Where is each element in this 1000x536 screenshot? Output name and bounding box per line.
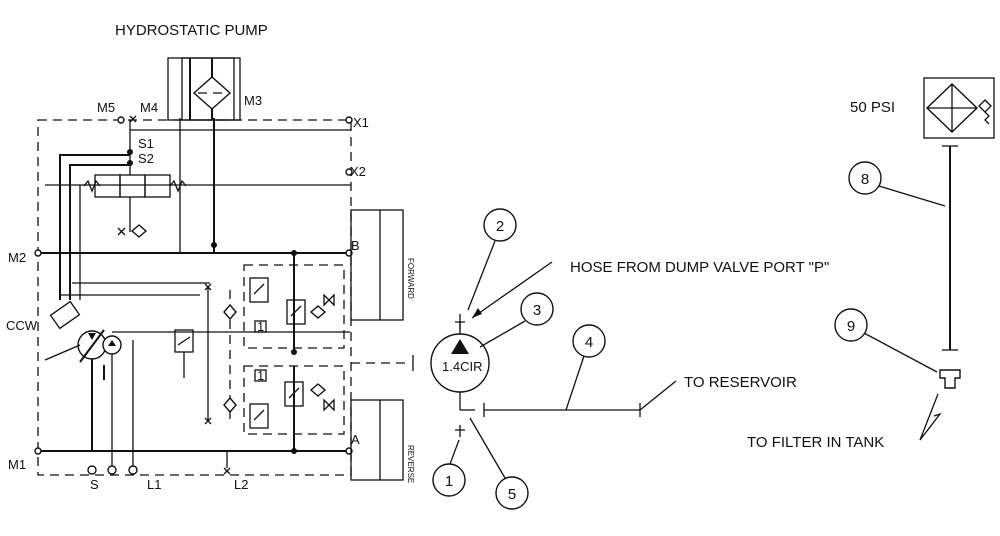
filter-pressure-label: 50 PSI: [850, 99, 895, 116]
hydrostatic-pump: HYDROSTATIC PUMP M3 M5 M4 X1 X2 B A S1 S…: [6, 22, 415, 492]
port-m1-label: M1: [8, 457, 26, 472]
port-m4-label: M4: [140, 100, 158, 115]
reverse-mfv-icon: 1: [243, 365, 345, 454]
ccw-label: CCW: [6, 318, 38, 333]
to-reservoir-label: TO RESERVOIR: [684, 374, 797, 391]
callout-9: 9: [834, 308, 938, 373]
filter-assembly: 50 PSI 8 9 TO FILTER IN TANK: [747, 77, 995, 451]
port-s1-label: S1: [138, 136, 154, 151]
port-m2-label: M2: [8, 250, 26, 265]
svg-text:8: 8: [861, 171, 869, 188]
callout-5: 5: [469, 417, 529, 510]
hose-from-dump-valve-label: HOSE FROM DUMP VALVE PORT "P": [570, 259, 829, 276]
callout-2: 2: [467, 208, 517, 311]
svg-text:9: 9: [847, 318, 855, 335]
svg-text:5: 5: [508, 486, 516, 503]
port-x1-label: X1: [353, 115, 369, 130]
callout-4: 4: [565, 324, 606, 411]
port-l1-label: L1: [147, 477, 161, 492]
reverse-port-block: REVERSE: [350, 399, 415, 483]
pump-title: HYDROSTATIC PUMP: [115, 22, 268, 39]
forward-port-block: FORWARD: [350, 209, 415, 321]
variable-pump-icon: [44, 300, 350, 470]
port-m5-label: M5: [97, 100, 115, 115]
port-x2-label: X2: [350, 164, 366, 179]
callout-3: 3: [479, 292, 554, 348]
control-valve-icon: [83, 120, 187, 238]
port-a-label: A: [351, 432, 360, 447]
port-s-label: S: [90, 477, 99, 492]
callout-8: 8: [848, 161, 946, 207]
port-s2-label: S2: [138, 151, 154, 166]
mfv-forward-marker: 1: [257, 319, 264, 334]
port-m3-label: M3: [244, 93, 262, 108]
charge-filter-icon: [167, 57, 241, 121]
tank-fitting-icon: [939, 369, 961, 389]
port-l2-label: L2: [234, 477, 248, 492]
mfv-reverse-marker: 1: [257, 368, 264, 383]
svg-text:2: 2: [496, 218, 504, 235]
forward-mfv-icon: 1: [243, 250, 345, 355]
callout-1: 1: [432, 439, 466, 497]
pump-displacement-label: 1.4CIR: [442, 359, 482, 374]
charge-relief-valve-icon: [174, 329, 194, 378]
forward-label: FORWARD: [406, 258, 415, 299]
svg-text:4: 4: [585, 334, 593, 351]
to-filter-in-tank-label: TO FILTER IN TANK: [747, 434, 884, 451]
svg-text:3: 3: [533, 302, 541, 319]
reverse-label: REVERSE: [406, 445, 415, 483]
pump-enclosure: [37, 119, 352, 476]
port-b-label: B: [351, 238, 360, 253]
auxiliary-pump: 1.4CIR TO RESERVOIR HOSE FROM DUMP VALVE…: [351, 208, 829, 510]
svg-text:1: 1: [445, 473, 453, 490]
